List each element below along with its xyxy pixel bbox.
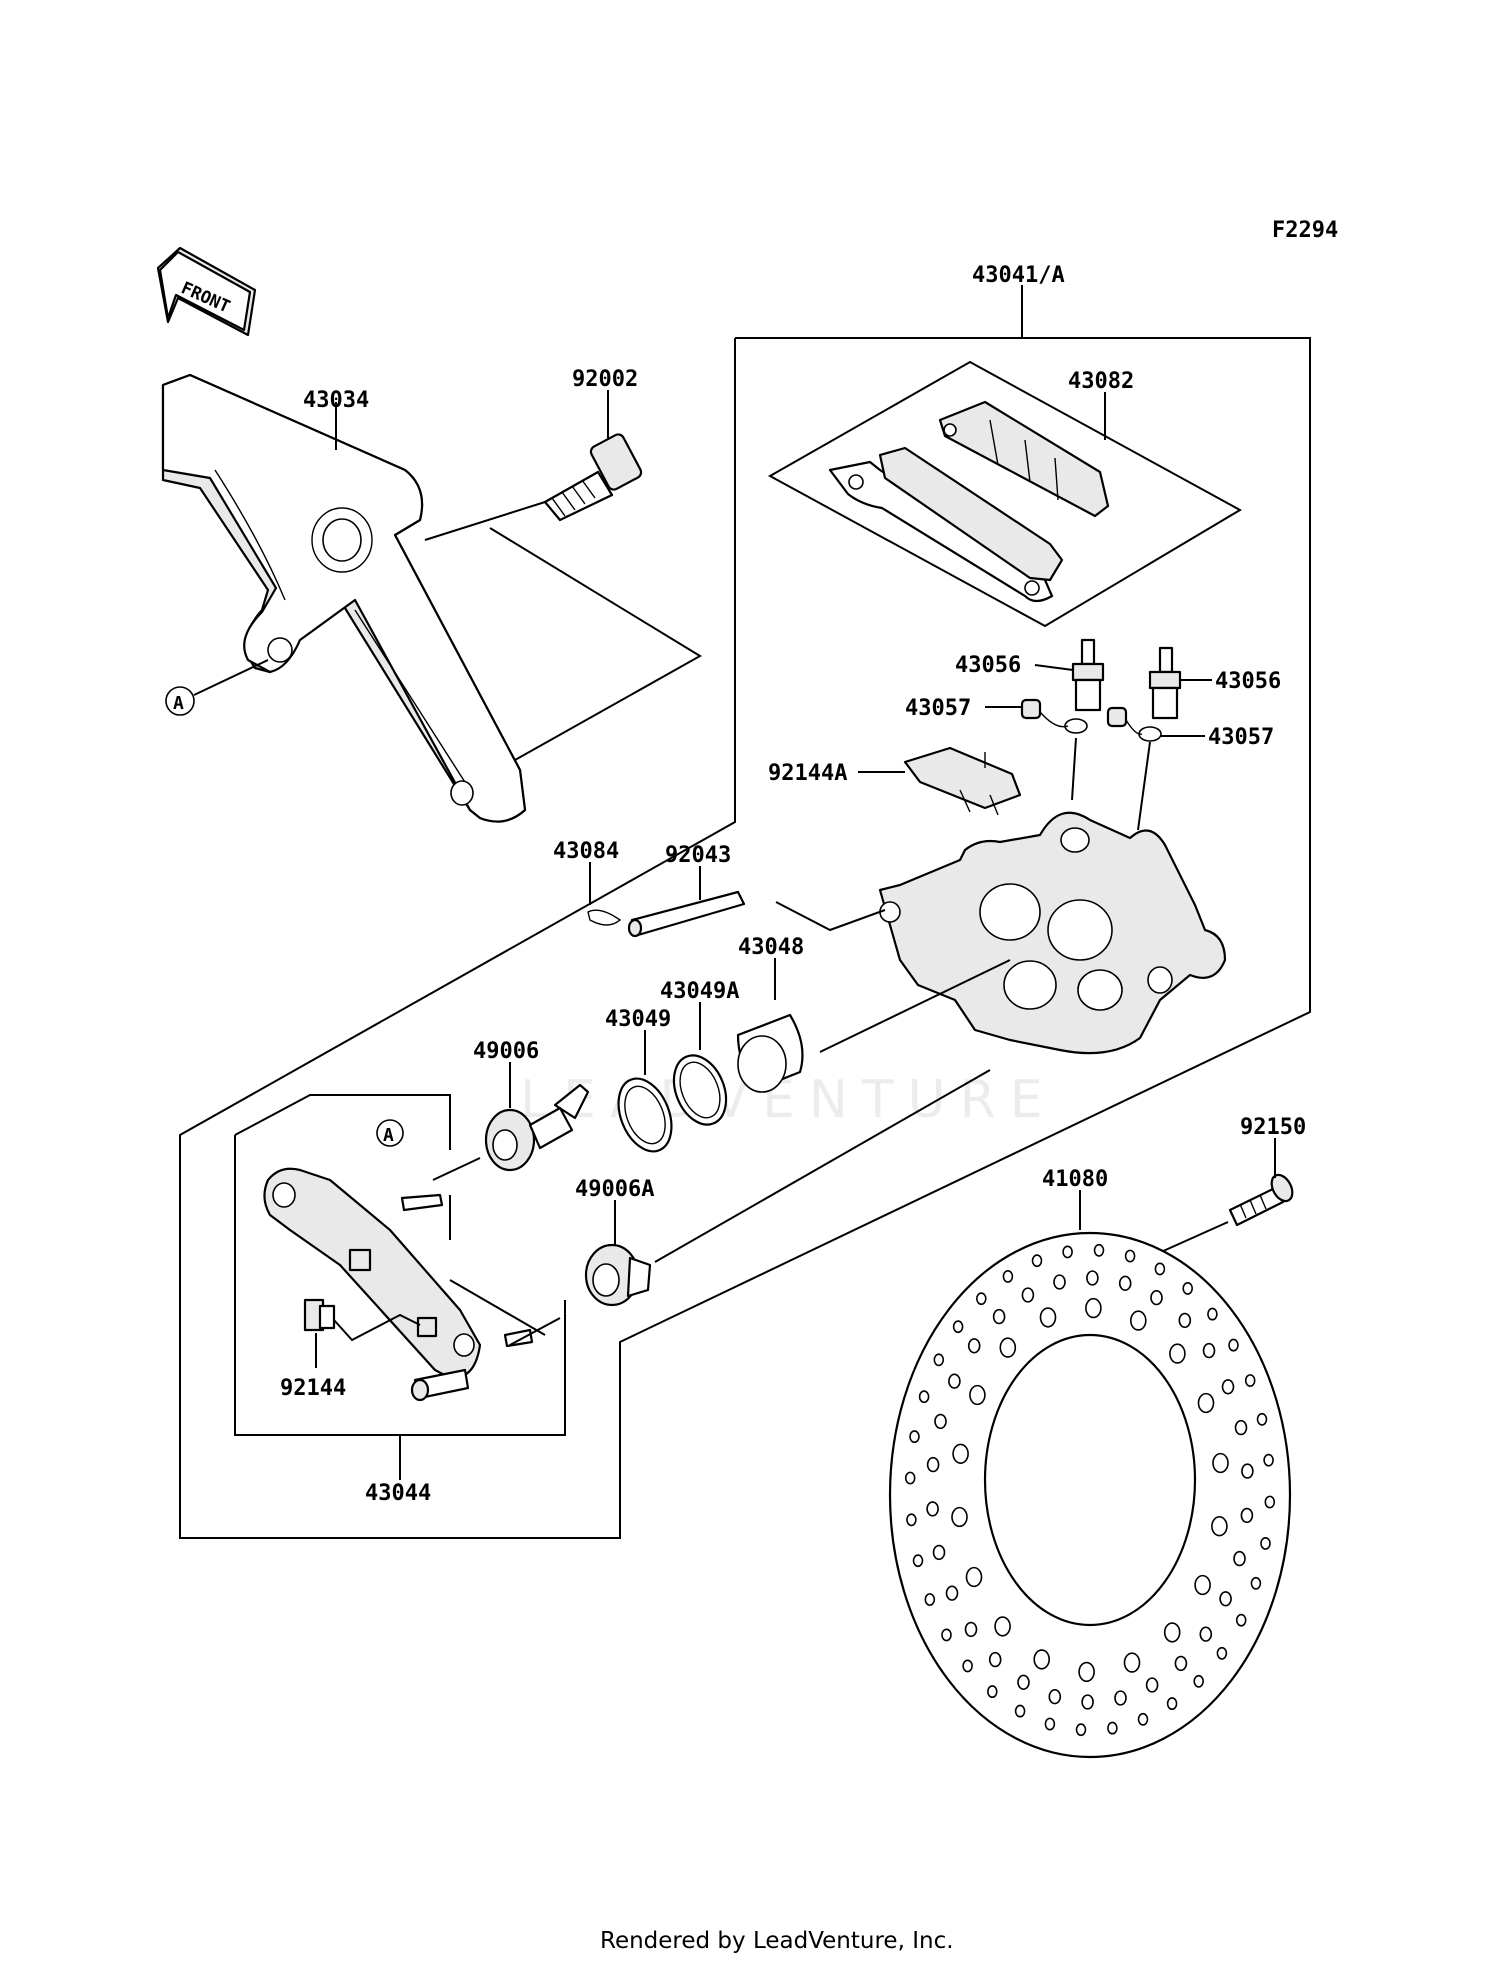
svg-text:A: A <box>173 693 184 714</box>
callout-43044: 43044 <box>365 1481 431 1506</box>
callout-43084: 43084 <box>553 839 619 864</box>
seal-43049 <box>617 1077 673 1153</box>
callout-43041a: 43041/A <box>972 263 1065 288</box>
callout-43056-right: 43056 <box>1215 669 1281 694</box>
bolt-92150 <box>1228 1173 1294 1227</box>
pin-92043 <box>627 890 746 938</box>
piston-43048 <box>736 1013 804 1093</box>
callout-49006: 49006 <box>473 1039 539 1064</box>
callout-43082: 43082 <box>1068 369 1134 394</box>
callout-92043: 92043 <box>665 843 731 868</box>
callout-92002: 92002 <box>572 367 638 392</box>
clip-92144 <box>303 1298 336 1332</box>
front-arrow-icon: FRONT <box>156 246 257 337</box>
caliper-body <box>878 737 1227 1055</box>
seal-43049a <box>672 1054 728 1126</box>
figure-code: F2294 <box>1272 218 1338 243</box>
pad-spring-92144a <box>903 746 1022 816</box>
callout-43056-left: 43056 <box>955 653 1021 678</box>
bleeder-cap-43057-left <box>1020 698 1088 734</box>
callout-49006a: 49006A <box>575 1177 654 1202</box>
callout-43049a: 43049A <box>660 979 739 1004</box>
bleeder-valve-43056-left <box>1071 638 1105 712</box>
callout-43049: 43049 <box>605 1007 671 1032</box>
callout-92150: 92150 <box>1240 1115 1306 1140</box>
brake-disc-41080 <box>888 1231 1292 1759</box>
callout-43034: 43034 <box>303 388 369 413</box>
ref-marker-a-lower <box>376 1119 404 1147</box>
bolt-92002 <box>543 433 643 522</box>
caliper-bracket-43044 <box>263 1167 534 1402</box>
callout-92144: 92144 <box>280 1376 346 1401</box>
ref-marker-a-upper <box>165 686 195 716</box>
callout-41080: 41080 <box>1042 1167 1108 1192</box>
brake-disc-holes <box>904 1243 1276 1737</box>
footer-credit: Rendered by LeadVenture, Inc. <box>600 1928 954 1954</box>
svg-text:A: A <box>383 1125 394 1146</box>
bleeder-valve-43056-right <box>1148 646 1182 720</box>
bleeder-cap-43057-right <box>1106 706 1162 742</box>
torque-link-43034 <box>161 373 527 823</box>
boot-49006a <box>584 1243 652 1307</box>
callout-43057-right: 43057 <box>1208 725 1274 750</box>
callout-43057-left: 43057 <box>905 696 971 721</box>
callout-43048: 43048 <box>738 935 804 960</box>
brake-pads-43082 <box>828 400 1110 603</box>
clip-43084 <box>587 909 622 926</box>
callout-92144a: 92144A <box>768 761 847 786</box>
boot-49006 <box>484 1083 590 1172</box>
